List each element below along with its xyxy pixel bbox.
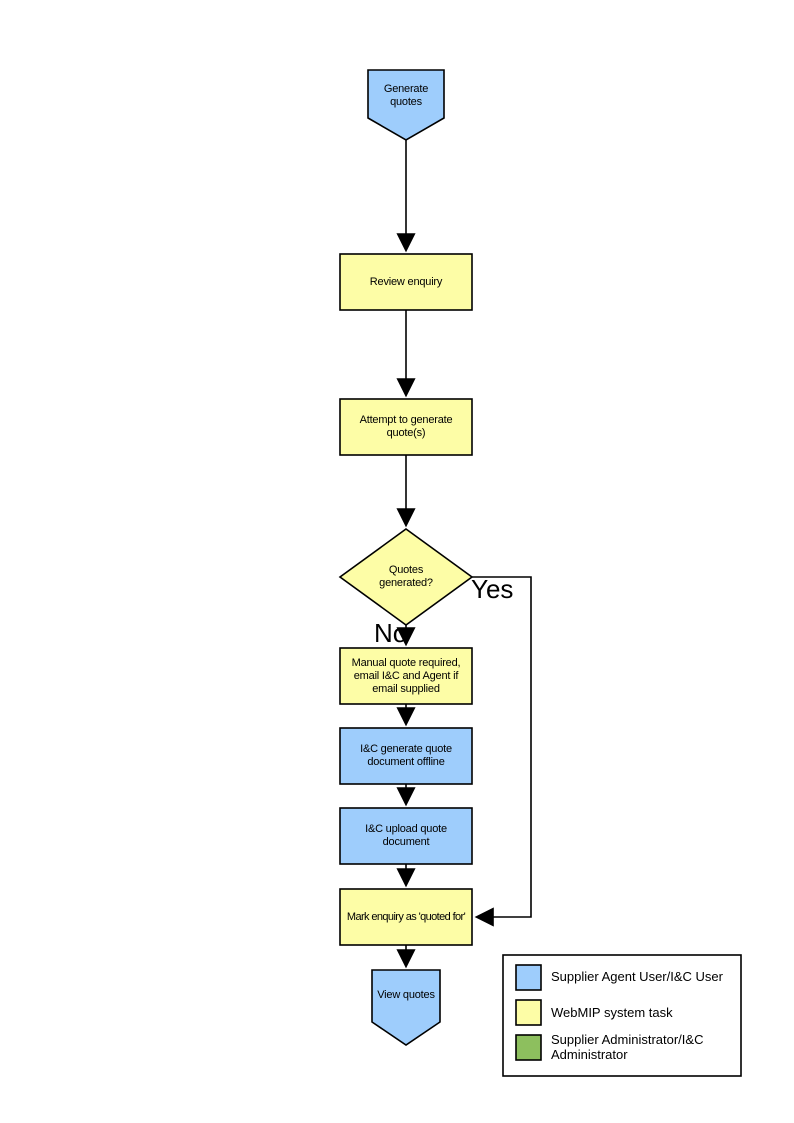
edge-decision-yes-to-mark: [472, 576, 532, 927]
edge-label-yes: Yes: [471, 574, 514, 604]
node-ic-upload-quote-document[interactable]: [339, 807, 473, 865]
node-manual-quote-required[interactable]: [339, 647, 473, 705]
legend-label-admin: Supplier Administrator/I&C Administrator: [551, 1032, 704, 1062]
legend-label-user: Supplier Agent User/I&C User: [551, 969, 723, 984]
node-mark-enquiry-quoted-for[interactable]: [339, 888, 473, 946]
legend-swatch-admin: [515, 1034, 542, 1061]
node-ic-generate-quote-offline[interactable]: [339, 727, 473, 785]
node-view-quotes[interactable]: [371, 969, 441, 1046]
edge-label-no: No: [374, 618, 408, 648]
legend-swatch-system: [515, 999, 542, 1026]
node-quotes-generated-decision[interactable]: [338, 528, 474, 626]
node-generate-quotes[interactable]: [367, 69, 445, 141]
legend-panel: [502, 954, 742, 1077]
legend-swatch-user: [515, 964, 542, 991]
legend-label-system: WebMIP system task: [551, 1005, 673, 1020]
node-attempt-generate-quotes[interactable]: [339, 398, 473, 456]
node-review-enquiry[interactable]: [339, 253, 473, 311]
